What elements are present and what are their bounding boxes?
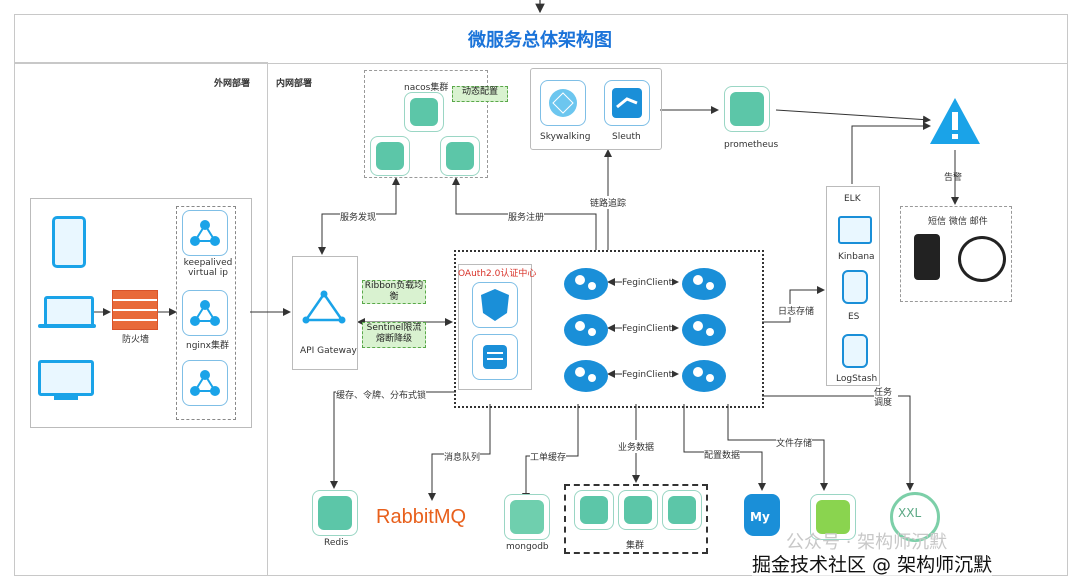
nacos-label: nacos集群 xyxy=(404,83,449,93)
link-trace-label: 链路追踪 xyxy=(590,196,627,209)
logstash-label: LogStash xyxy=(836,374,878,384)
mysql-icon xyxy=(744,494,780,536)
sleuth-label: Sleuth xyxy=(612,132,641,142)
sentinel-label: Sentinel限流熔断降级 xyxy=(362,322,426,348)
nacos-node-icon-2 xyxy=(370,136,410,176)
notify-box xyxy=(900,206,1012,302)
phone-icon xyxy=(914,234,940,280)
file-storage-label: 文件存储 xyxy=(776,436,813,449)
service-icon-6 xyxy=(682,360,726,392)
work-cache-label: 工单缓存 xyxy=(530,450,567,463)
elk-box xyxy=(826,186,880,386)
business-data-label: 业务数据 xyxy=(618,440,655,453)
dynamic-config-label: 动态配置 xyxy=(452,86,508,102)
fegin-label-2: FeginClient xyxy=(622,324,673,334)
title-bar xyxy=(14,14,1068,64)
monitor-stand xyxy=(54,396,78,400)
elk-title: ELK xyxy=(844,194,861,204)
config-data-label: 配置数据 xyxy=(704,448,741,461)
service-icon xyxy=(564,268,608,300)
es-label: ES xyxy=(848,312,860,322)
firewall-label: 防火墙 xyxy=(122,335,150,345)
log-storage-label: 日志存储 xyxy=(778,304,815,317)
task-schedule-label: 任务调度 xyxy=(874,388,898,408)
notify-label: 短信 微信 邮件 xyxy=(928,217,988,227)
laptop-base xyxy=(38,324,96,328)
db-node-icon-3 xyxy=(662,490,702,530)
ribbon-label: Ribbon负载均衡 xyxy=(362,280,426,304)
clients-box xyxy=(30,198,252,428)
chat-icon xyxy=(958,236,1006,282)
services-box xyxy=(454,250,764,408)
diagram-title: 微服务总体架构图 xyxy=(468,30,612,51)
file-storage-icon xyxy=(810,494,856,540)
nginx-node-icon-2 xyxy=(182,360,228,406)
mongodb-label: mongodb xyxy=(506,542,549,552)
skywalking-icon xyxy=(540,80,586,126)
external-zone-label: 外网部署 xyxy=(214,79,251,89)
service-icon-4 xyxy=(682,314,726,346)
auth-shield-icon xyxy=(472,282,518,328)
sleuth-icon xyxy=(604,80,650,126)
service-icon-3 xyxy=(564,314,608,346)
tracing-box xyxy=(530,68,662,150)
mongodb-icon xyxy=(504,494,550,540)
nacos-cluster-box xyxy=(364,70,488,178)
nacos-node-icon-3 xyxy=(440,136,480,176)
nacos-node-icon xyxy=(404,92,444,132)
kibana-label: Kinbana xyxy=(838,252,875,262)
keepalived-node-icon xyxy=(182,210,228,256)
tablet-icon xyxy=(52,216,86,268)
fegin-label: FeginClient xyxy=(622,278,673,288)
internal-zone-label: 内网部署 xyxy=(276,79,313,89)
service-icon-5 xyxy=(564,360,608,392)
auth-firewall-icon xyxy=(472,334,518,380)
auth-box xyxy=(458,264,532,390)
nginx-group xyxy=(176,206,236,420)
service-register-label: 服务注册 xyxy=(508,210,545,223)
skywalking-label: Skywalking xyxy=(540,132,591,142)
es-icon xyxy=(842,270,868,304)
external-zone xyxy=(14,62,268,576)
prometheus-label: prometheus xyxy=(724,140,779,150)
laptop-icon xyxy=(44,296,94,328)
gateway-icon xyxy=(302,290,346,324)
keepalived-label: keepalived virtual ip xyxy=(183,258,233,278)
alert-warning-icon xyxy=(930,98,980,144)
cache-label: 缓存、令牌、分布式锁 xyxy=(336,388,427,401)
xxl-label: XXL xyxy=(898,506,922,520)
watermark-line1: 公众号 · 架构师沉默 xyxy=(786,532,948,553)
redis-icon xyxy=(312,490,358,536)
service-discovery-label: 服务发现 xyxy=(340,210,377,223)
mq-label: 消息队列 xyxy=(444,450,481,463)
gateway-box xyxy=(292,256,358,370)
redis-label: Redis xyxy=(324,538,349,548)
auth-label: OAuth2.0认证中心 xyxy=(458,269,537,279)
kibana-icon xyxy=(838,216,872,244)
alert-label: 告警 xyxy=(944,173,963,183)
db-cluster-box xyxy=(564,484,708,554)
mysql-label: My xyxy=(750,510,770,524)
db-node-icon xyxy=(574,490,614,530)
fegin-label-3: FeginClient xyxy=(622,370,673,380)
logstash-icon xyxy=(842,334,868,368)
nginx-node-icon xyxy=(182,290,228,336)
gateway-label: API Gateway xyxy=(300,346,357,356)
monitor-icon xyxy=(38,360,94,396)
service-icon-2 xyxy=(682,268,726,300)
watermark-line2: 掘金技术社区 @ 架构师沉默 xyxy=(752,550,993,577)
firewall-icon xyxy=(112,290,158,330)
db-node-icon-2 xyxy=(618,490,658,530)
xxl-icon xyxy=(890,492,940,542)
prometheus-icon xyxy=(724,86,770,132)
nginx-label: nginx集群 xyxy=(186,341,229,351)
rabbitmq-logo: RabbitMQ xyxy=(376,506,467,528)
db-cluster-label: 集群 xyxy=(626,541,645,551)
